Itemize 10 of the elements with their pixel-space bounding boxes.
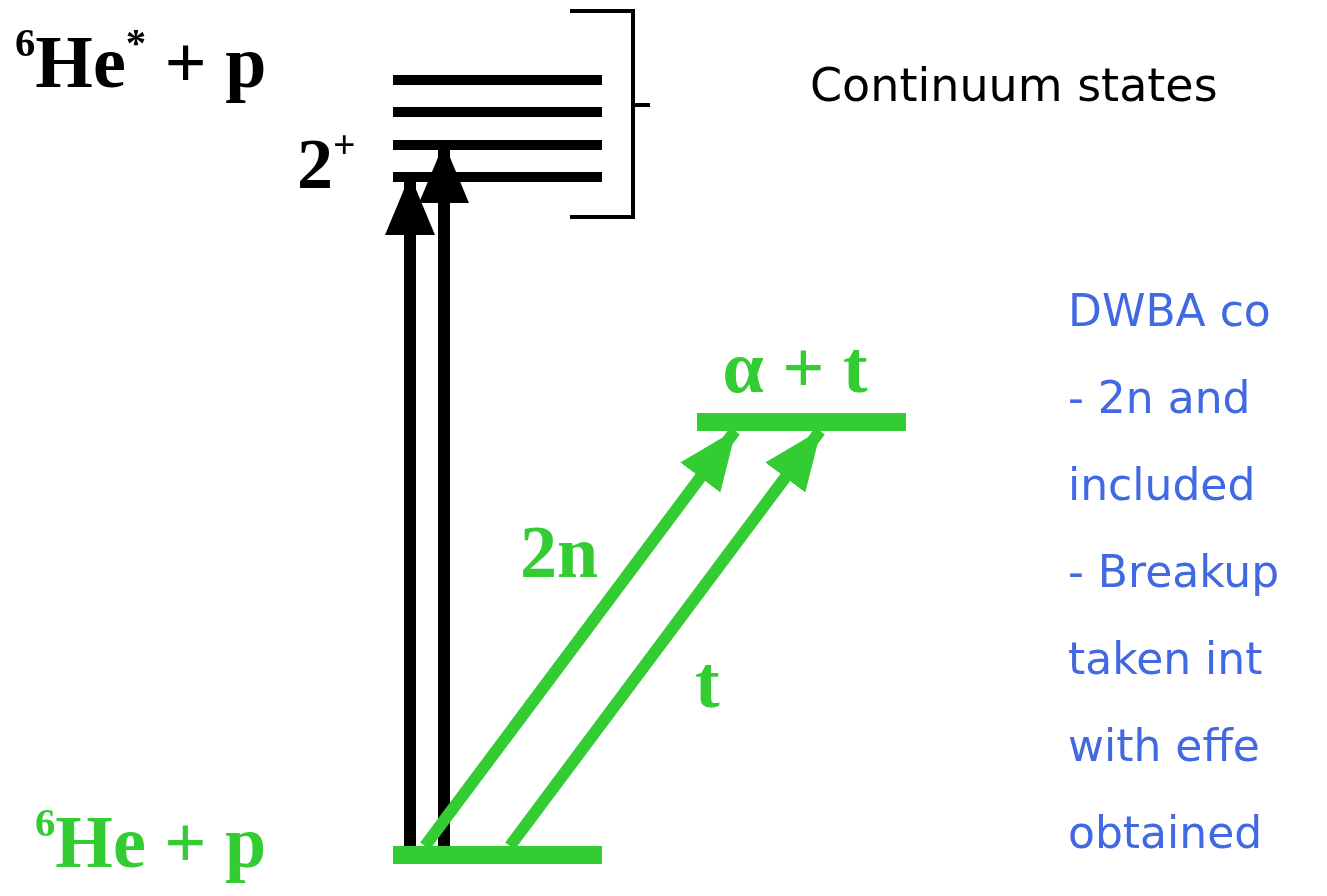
level-label: α + t: [721, 330, 869, 404]
note-text: taken int: [1068, 635, 1263, 684]
note-text: DWBA co: [1068, 287, 1271, 336]
note-text: with effe: [1068, 722, 1260, 771]
note-text: - Breakup: [1068, 548, 1280, 597]
note-text: obtained: [1068, 809, 1263, 858]
note-text: - 2n and: [1068, 374, 1251, 423]
state-label: 2$^{+}$: [297, 128, 356, 200]
note-text: Continuum states: [810, 60, 1218, 111]
note-text: included: [1068, 461, 1256, 510]
